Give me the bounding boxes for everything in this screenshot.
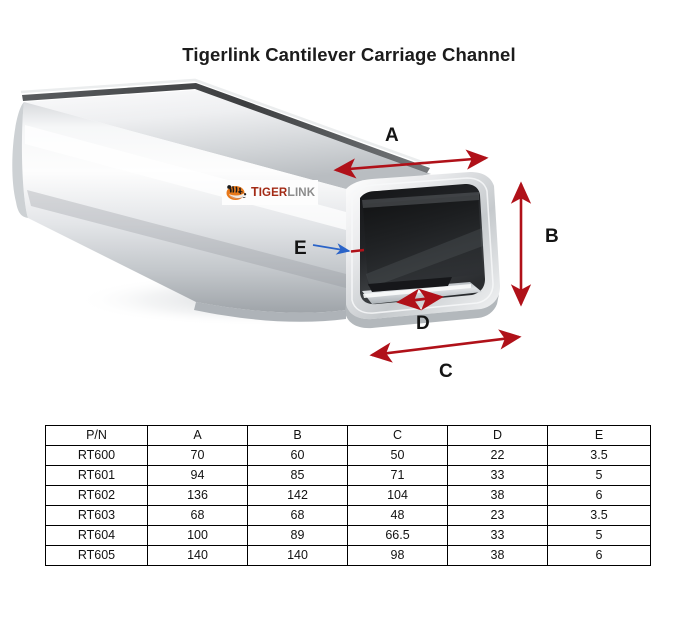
cell-c: 48 — [347, 505, 448, 526]
cell-pn: RT605 — [45, 545, 148, 566]
cell-e: 5 — [547, 465, 651, 486]
cell-e: 5 — [547, 525, 651, 546]
wordmark-ink: INK — [295, 186, 316, 199]
top-seam-highlight — [20, 78, 431, 167]
dimension-arrow-C — [369, 329, 522, 363]
column-header-pn: P/N — [45, 425, 148, 446]
cell-e: 3.5 — [547, 505, 651, 526]
tube-far-end-cap — [12, 102, 28, 218]
table-row: RT604 100 89 66.5 33 5 — [45, 525, 651, 546]
column-header-d: D — [447, 425, 548, 446]
cell-pn: RT602 — [45, 485, 148, 506]
cell-pn: RT601 — [45, 465, 148, 486]
dimension-arrow-D — [396, 288, 444, 311]
dimension-arrow-A — [333, 149, 489, 179]
cell-pn: RT603 — [45, 505, 148, 526]
dimension-label-B: B — [545, 226, 559, 247]
cell-c: 50 — [347, 445, 448, 466]
cell-a: 70 — [147, 445, 248, 466]
column-header-e: E — [547, 425, 651, 446]
cell-e: 3.5 — [547, 445, 651, 466]
cell-b: 68 — [247, 505, 348, 526]
table-row: RT600 70 60 50 22 3.5 — [45, 445, 651, 466]
cell-b: 142 — [247, 485, 348, 506]
wordmark-t: T — [251, 184, 259, 199]
column-header-c: C — [347, 425, 448, 446]
side-shade-band — [27, 190, 346, 288]
flange-slot-gap — [368, 277, 452, 292]
cell-b: 89 — [247, 525, 348, 546]
table-row: RT602 136 142 104 38 6 — [45, 485, 651, 506]
tigerlink-wordmark: TIGERLINK — [251, 186, 315, 200]
rim-bevel-highlight — [351, 177, 494, 314]
dimension-label-C: C — [439, 361, 453, 382]
cavity-top-reflection — [362, 192, 479, 208]
end-bottom-edge — [345, 294, 499, 329]
cell-d: 22 — [447, 445, 548, 466]
wordmark-l: L — [287, 184, 296, 199]
cell-e: 6 — [547, 485, 651, 506]
cell-c: 98 — [347, 545, 448, 566]
cavity-back-wall — [363, 195, 483, 286]
cavity-sheen — [366, 228, 483, 288]
dimension-arrow-E — [312, 243, 351, 255]
product-figure: A B C D E TIGERLINK — [0, 78, 698, 396]
cell-a: 100 — [147, 525, 248, 546]
tigerlink-logo: TIGERLINK — [222, 180, 318, 205]
cell-d: 38 — [447, 485, 548, 506]
wordmark-iger: IGER — [258, 186, 288, 199]
table-header-row: P/N A B C D E — [45, 425, 651, 446]
cell-pn: RT604 — [45, 525, 148, 546]
wall-thickness-tick — [350, 248, 365, 253]
cell-b: 60 — [247, 445, 348, 466]
page-title: Tigerlink Cantilever Carriage Channel — [182, 44, 516, 65]
table-row: RT605 140 140 98 38 6 — [45, 545, 651, 566]
cell-d: 33 — [447, 465, 548, 486]
cell-c: 71 — [347, 465, 448, 486]
dimension-label-D: D — [416, 313, 430, 334]
cell-d: 23 — [447, 505, 548, 526]
table-row: RT601 94 85 71 33 5 — [45, 465, 651, 486]
cell-a: 136 — [147, 485, 248, 506]
dimension-label-E: E — [294, 238, 307, 259]
dimension-label-A: A — [385, 125, 399, 146]
cell-e: 6 — [547, 545, 651, 566]
cell-c: 104 — [347, 485, 448, 506]
cell-a: 68 — [147, 505, 248, 526]
cell-b: 85 — [247, 465, 348, 486]
cell-pn: RT600 — [45, 445, 148, 466]
cell-a: 94 — [147, 465, 248, 486]
tiger-head-icon — [226, 185, 247, 200]
tube-underside — [194, 302, 346, 322]
table-row: RT603 68 68 48 23 3.5 — [45, 505, 651, 526]
cell-b: 140 — [247, 545, 348, 566]
cell-d: 33 — [447, 525, 548, 546]
column-header-a: A — [147, 425, 248, 446]
cell-a: 140 — [147, 545, 248, 566]
tube-top-face — [24, 90, 431, 189]
cell-d: 38 — [447, 545, 548, 566]
specification-table: P/N A B C D E RT600 70 60 50 22 3.5 RT60… — [45, 425, 651, 566]
cantilever-channel-illustration — [12, 78, 532, 363]
column-header-b: B — [247, 425, 348, 446]
cell-c: 66.5 — [347, 525, 448, 546]
